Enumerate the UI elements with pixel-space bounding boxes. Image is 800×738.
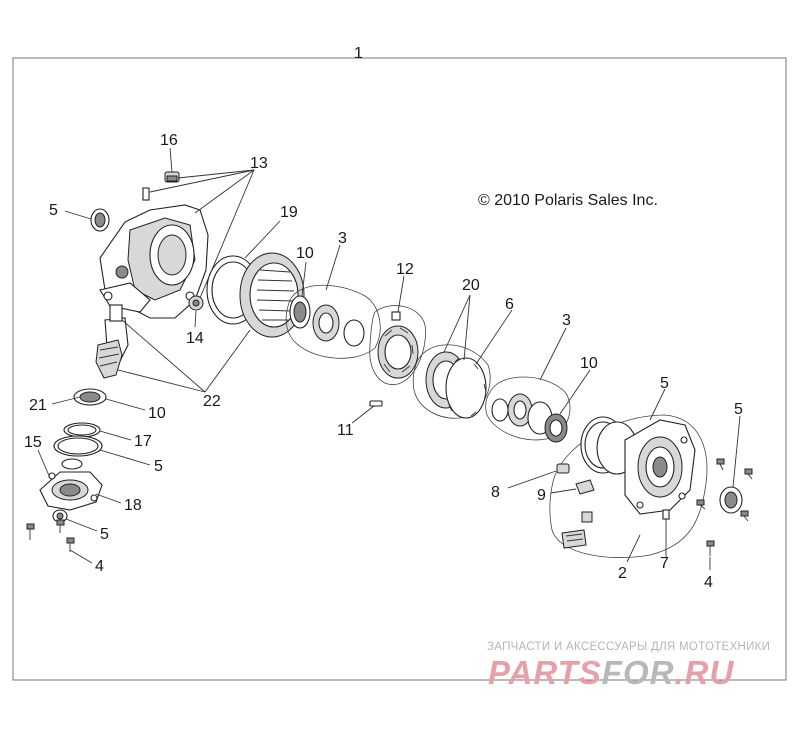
callout-13: 13 xyxy=(250,155,268,172)
callout-9: 9 xyxy=(537,487,546,504)
output-cover xyxy=(624,419,696,515)
callout-18: 18 xyxy=(124,497,142,514)
callout-5-left-mid: 5 xyxy=(154,458,163,475)
callout-5-far-right: 5 xyxy=(734,401,743,418)
copyright-text: © 2010 Polaris Sales Inc. xyxy=(478,192,658,209)
callout-22: 22 xyxy=(203,393,221,410)
callout-4-right: 4 xyxy=(704,574,713,591)
watermark-logo-parts: PARTS xyxy=(488,654,602,691)
bolt-right-d xyxy=(740,510,749,522)
o-ring-left xyxy=(53,435,103,457)
bearing-b xyxy=(527,401,568,443)
wire-connector xyxy=(561,529,587,549)
seal-left-top xyxy=(90,208,110,232)
callout-10-left: 10 xyxy=(148,405,166,422)
front-gear-housing xyxy=(99,204,209,319)
ring-gear xyxy=(206,252,305,338)
callout-21: 21 xyxy=(29,397,47,414)
callout-6: 6 xyxy=(505,296,514,313)
callout-10-top: 10 xyxy=(296,245,314,262)
callout-8: 8 xyxy=(491,484,500,501)
coil-connector xyxy=(575,479,595,495)
friction-plate xyxy=(445,357,487,419)
bolt-left-b xyxy=(56,519,65,533)
callout-10-right: 10 xyxy=(580,355,598,372)
seal-right xyxy=(719,486,743,514)
drain-plug xyxy=(188,295,204,311)
group-outline-3a xyxy=(285,284,381,359)
pinion-shaft xyxy=(95,304,129,379)
washer-left xyxy=(61,458,83,470)
watermark-logo-ru: .RU xyxy=(674,654,735,691)
sensor-bracket xyxy=(581,511,593,523)
dowel-pin xyxy=(662,509,670,520)
breather-fitting xyxy=(142,187,150,201)
callout-19: 19 xyxy=(280,204,298,221)
watermark-subtitle: ЗАПЧАСТИ И АКСЕССУАРЫ ДЛЯ МОТОТЕХНИКИ xyxy=(487,641,771,653)
callout-2: 2 xyxy=(618,565,627,582)
roll-pin xyxy=(369,400,383,407)
callout-7: 7 xyxy=(660,555,669,572)
bolt-right-c xyxy=(696,499,706,510)
callout-5-top-left: 5 xyxy=(49,202,58,219)
callout-17: 17 xyxy=(134,433,152,450)
callout-14: 14 xyxy=(186,330,204,347)
callout-5-right-top: 5 xyxy=(660,375,669,392)
leader-lines xyxy=(37,147,741,570)
callout-3-right: 3 xyxy=(562,312,571,329)
watermark-logo: PARTSFOR.RU xyxy=(488,654,734,692)
snap-ring xyxy=(63,422,101,438)
pinion-bearing xyxy=(73,388,107,406)
bearing-race-b xyxy=(491,393,533,427)
callout-5-left-bottom: 5 xyxy=(100,526,109,543)
callout-15: 15 xyxy=(24,434,42,451)
callout-16: 16 xyxy=(160,132,178,149)
callout-12: 12 xyxy=(396,261,414,278)
clutch-hub xyxy=(377,311,419,379)
bolt-right-e xyxy=(706,540,715,556)
bearing-race-a xyxy=(312,304,365,347)
callout-20: 20 xyxy=(462,277,480,294)
bearing-a xyxy=(289,295,311,329)
assembly-frame xyxy=(12,57,787,681)
group-outline-12 xyxy=(369,305,426,385)
group-outline-2 xyxy=(549,414,708,558)
bolt-right-a xyxy=(716,458,725,471)
bolt-left-a xyxy=(26,523,35,540)
callout-4-left: 4 xyxy=(95,558,104,575)
vent-cap xyxy=(164,171,180,183)
watermark-logo-for: FOR xyxy=(601,654,675,691)
bolt-right-b xyxy=(744,468,753,480)
bushing xyxy=(556,463,570,474)
callout-3-left: 3 xyxy=(338,230,347,247)
callout-11: 11 xyxy=(337,422,354,439)
pinion-cover xyxy=(39,471,103,511)
callout-1: 1 xyxy=(354,45,363,62)
